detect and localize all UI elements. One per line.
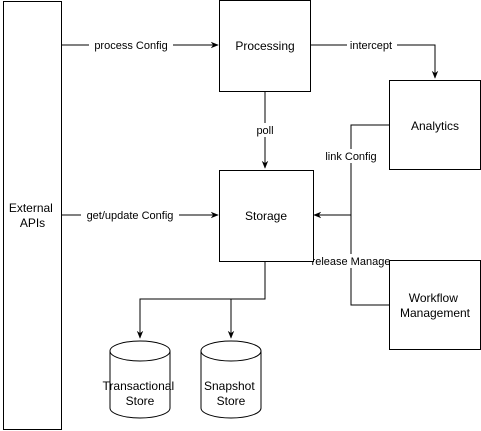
node-workflow-management-line-1: Workflow xyxy=(409,291,458,305)
node-external-apis-line-2: APIs xyxy=(20,216,45,230)
svg-text:Processing: Processing xyxy=(235,39,294,53)
svg-text:Storage: Storage xyxy=(245,209,287,223)
edge-label-get-update-config: get/update Config xyxy=(87,210,174,222)
node-workflow-management: Workflow Management xyxy=(389,260,481,350)
node-external-apis-line-1: External xyxy=(9,201,53,215)
node-external-apis: External APIs xyxy=(3,1,62,430)
node-workflow-management-line-2: Management xyxy=(400,306,471,320)
edge-release-manage xyxy=(350,215,389,306)
svg-text:Analytics: Analytics xyxy=(411,119,459,133)
edge-link-config xyxy=(313,124,389,219)
node-snapshot-store-line-2: Store xyxy=(217,394,246,408)
svg-text:Transactional Store: Transactional Store xyxy=(103,379,178,408)
node-processing-line-1: Processing xyxy=(235,39,294,53)
edge-label-release-manage: release Manage xyxy=(312,256,391,268)
node-storage-line-1: Storage xyxy=(245,209,287,223)
node-transactional-store-line-2: Store xyxy=(126,394,155,408)
node-transactional-store-line-1: Transactional xyxy=(103,379,175,393)
node-snapshot-store-line-1: Snapshot xyxy=(204,379,255,393)
node-transactional-store: Transactional Store xyxy=(103,340,178,419)
edge-label-poll: poll xyxy=(256,125,273,137)
node-storage: Storage xyxy=(219,170,314,262)
node-analytics-line-1: Analytics xyxy=(411,119,459,133)
edge-label-intercept: intercept xyxy=(350,40,392,52)
node-analytics: Analytics xyxy=(389,80,481,170)
svg-text:Snapshot Store: Snapshot Store xyxy=(204,379,258,408)
edge-label-link-config: link Config xyxy=(325,151,376,163)
edge-labels: process Config intercept poll link Confi… xyxy=(81,38,397,268)
svg-text:External APIs: External APIs xyxy=(9,201,56,230)
edge-storage-to-transactional xyxy=(136,262,266,339)
edge-label-process-config: process Config xyxy=(94,40,167,52)
svg-text:Workflow Management: Workflow Management xyxy=(400,291,471,320)
node-snapshot-store: Snapshot Store xyxy=(200,340,262,419)
node-processing: Processing xyxy=(219,0,311,92)
